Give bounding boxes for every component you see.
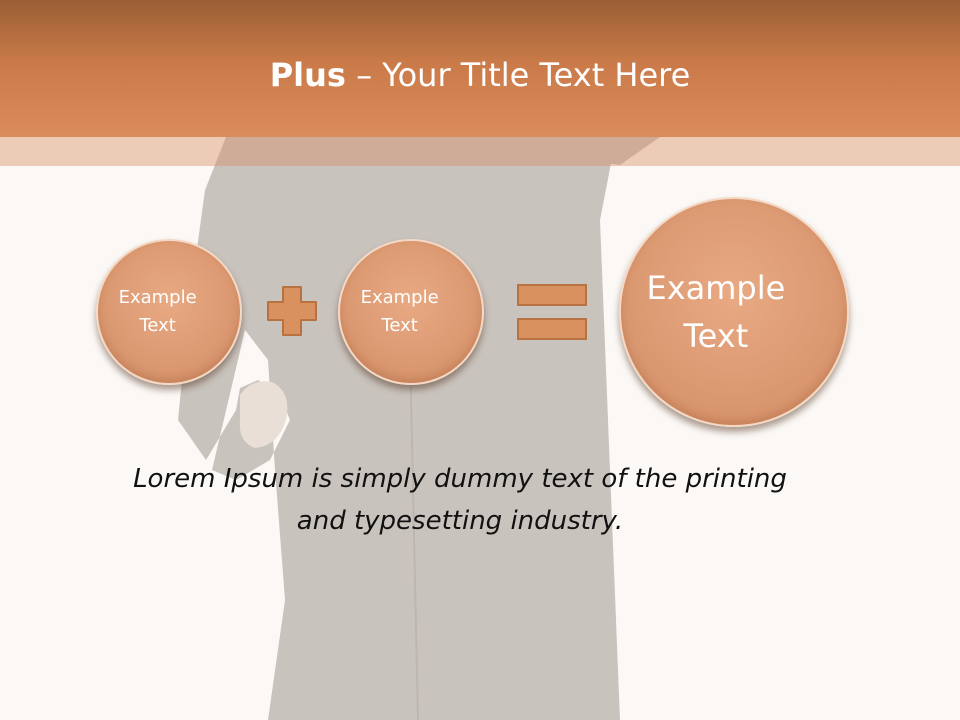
circle-3-label: Example Text [644, 264, 825, 360]
title-bar [0, 0, 960, 137]
example-circle-2: Example Text [338, 239, 484, 385]
circle-1-label: Example Text [112, 284, 226, 340]
circle-2-label: Example Text [354, 284, 468, 340]
title-text: – Your Title Text Here [345, 56, 691, 94]
example-circle-result: Example Text [619, 197, 849, 427]
slide-title: Plus – Your Title Text Here [0, 50, 960, 100]
example-circle-1: Example Text [96, 239, 242, 385]
circle-2-line-1: Example [360, 287, 439, 308]
title-bold-word: Plus [269, 56, 346, 94]
circle-3-line-1: Example [646, 269, 786, 307]
circle-2-line-2: Text [381, 315, 418, 336]
plus-icon [267, 286, 317, 336]
title-accent-strip [0, 137, 960, 166]
equals-icon [517, 284, 587, 340]
caption-text: Lorem Ipsum is simply dummy text of the … [133, 464, 787, 536]
circle-3-line-2: Text [683, 317, 749, 355]
circle-1-line-1: Example [118, 287, 197, 308]
circle-1-line-2: Text [139, 315, 176, 336]
